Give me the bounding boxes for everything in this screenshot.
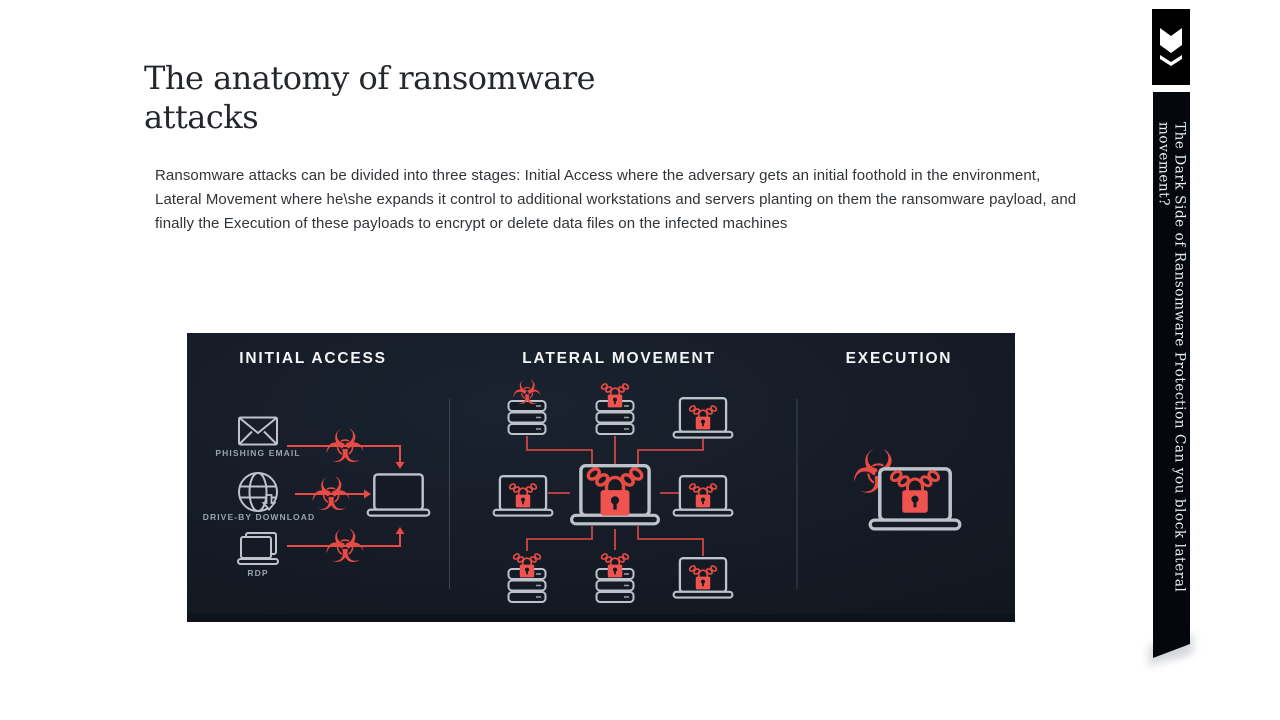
biohazard-icon: ☣ [324,519,365,573]
biohazard-icon: ☣ [512,373,542,413]
source-label: RDP [247,568,268,578]
source-label: PHISHING EMAIL [215,448,300,458]
stage-heading-execution: EXECUTION [846,350,953,367]
infection-arrows [287,445,401,547]
arrowhead-up [395,527,405,534]
figure-bottom-band [187,614,1015,622]
source-label: DRIVE-BY DOWNLOAD [203,512,316,522]
stage-execution: ☣ [851,438,962,531]
stage-heading-initial-access: INITIAL ACCESS [239,350,387,367]
stage-initial-access: ☣ ☣ ☣ PHISHING EMAIL DRIVE-BY DOWNLOAD R… [203,416,431,578]
slide-title-line-2: attacks [144,98,259,136]
deck-title-text: The Dark Side of Ransomware Protection C… [1155,122,1188,593]
stage-heading-lateral-movement: LATERAL MOVEMENT [522,350,716,367]
slide-title: The anatomy of ransomware attacks [144,59,596,137]
biohazard-icon: ☣ [310,467,351,521]
deck-title-ribbon: The Dark Side of Ransomware Protection C… [1153,92,1190,658]
stage-lateral-movement: ☣ [492,373,734,603]
brand-logo-box [1152,9,1190,85]
lateral-connectors [526,436,704,556]
slide-title-line-1: The anatomy of ransomware [144,59,596,97]
biohazard-icon: ☣ [324,419,365,473]
arrowhead-down [395,462,405,469]
slide-body-paragraph: Ransomware attacks can be divided into t… [155,167,1077,232]
arrowhead-right [364,489,371,499]
double-chevron-down-icon [1160,28,1182,66]
target-laptop-icon [366,473,431,517]
ransomware-stages-figure: INITIAL ACCESS LATERAL MOVEMENT EXECUTIO… [187,333,1015,622]
